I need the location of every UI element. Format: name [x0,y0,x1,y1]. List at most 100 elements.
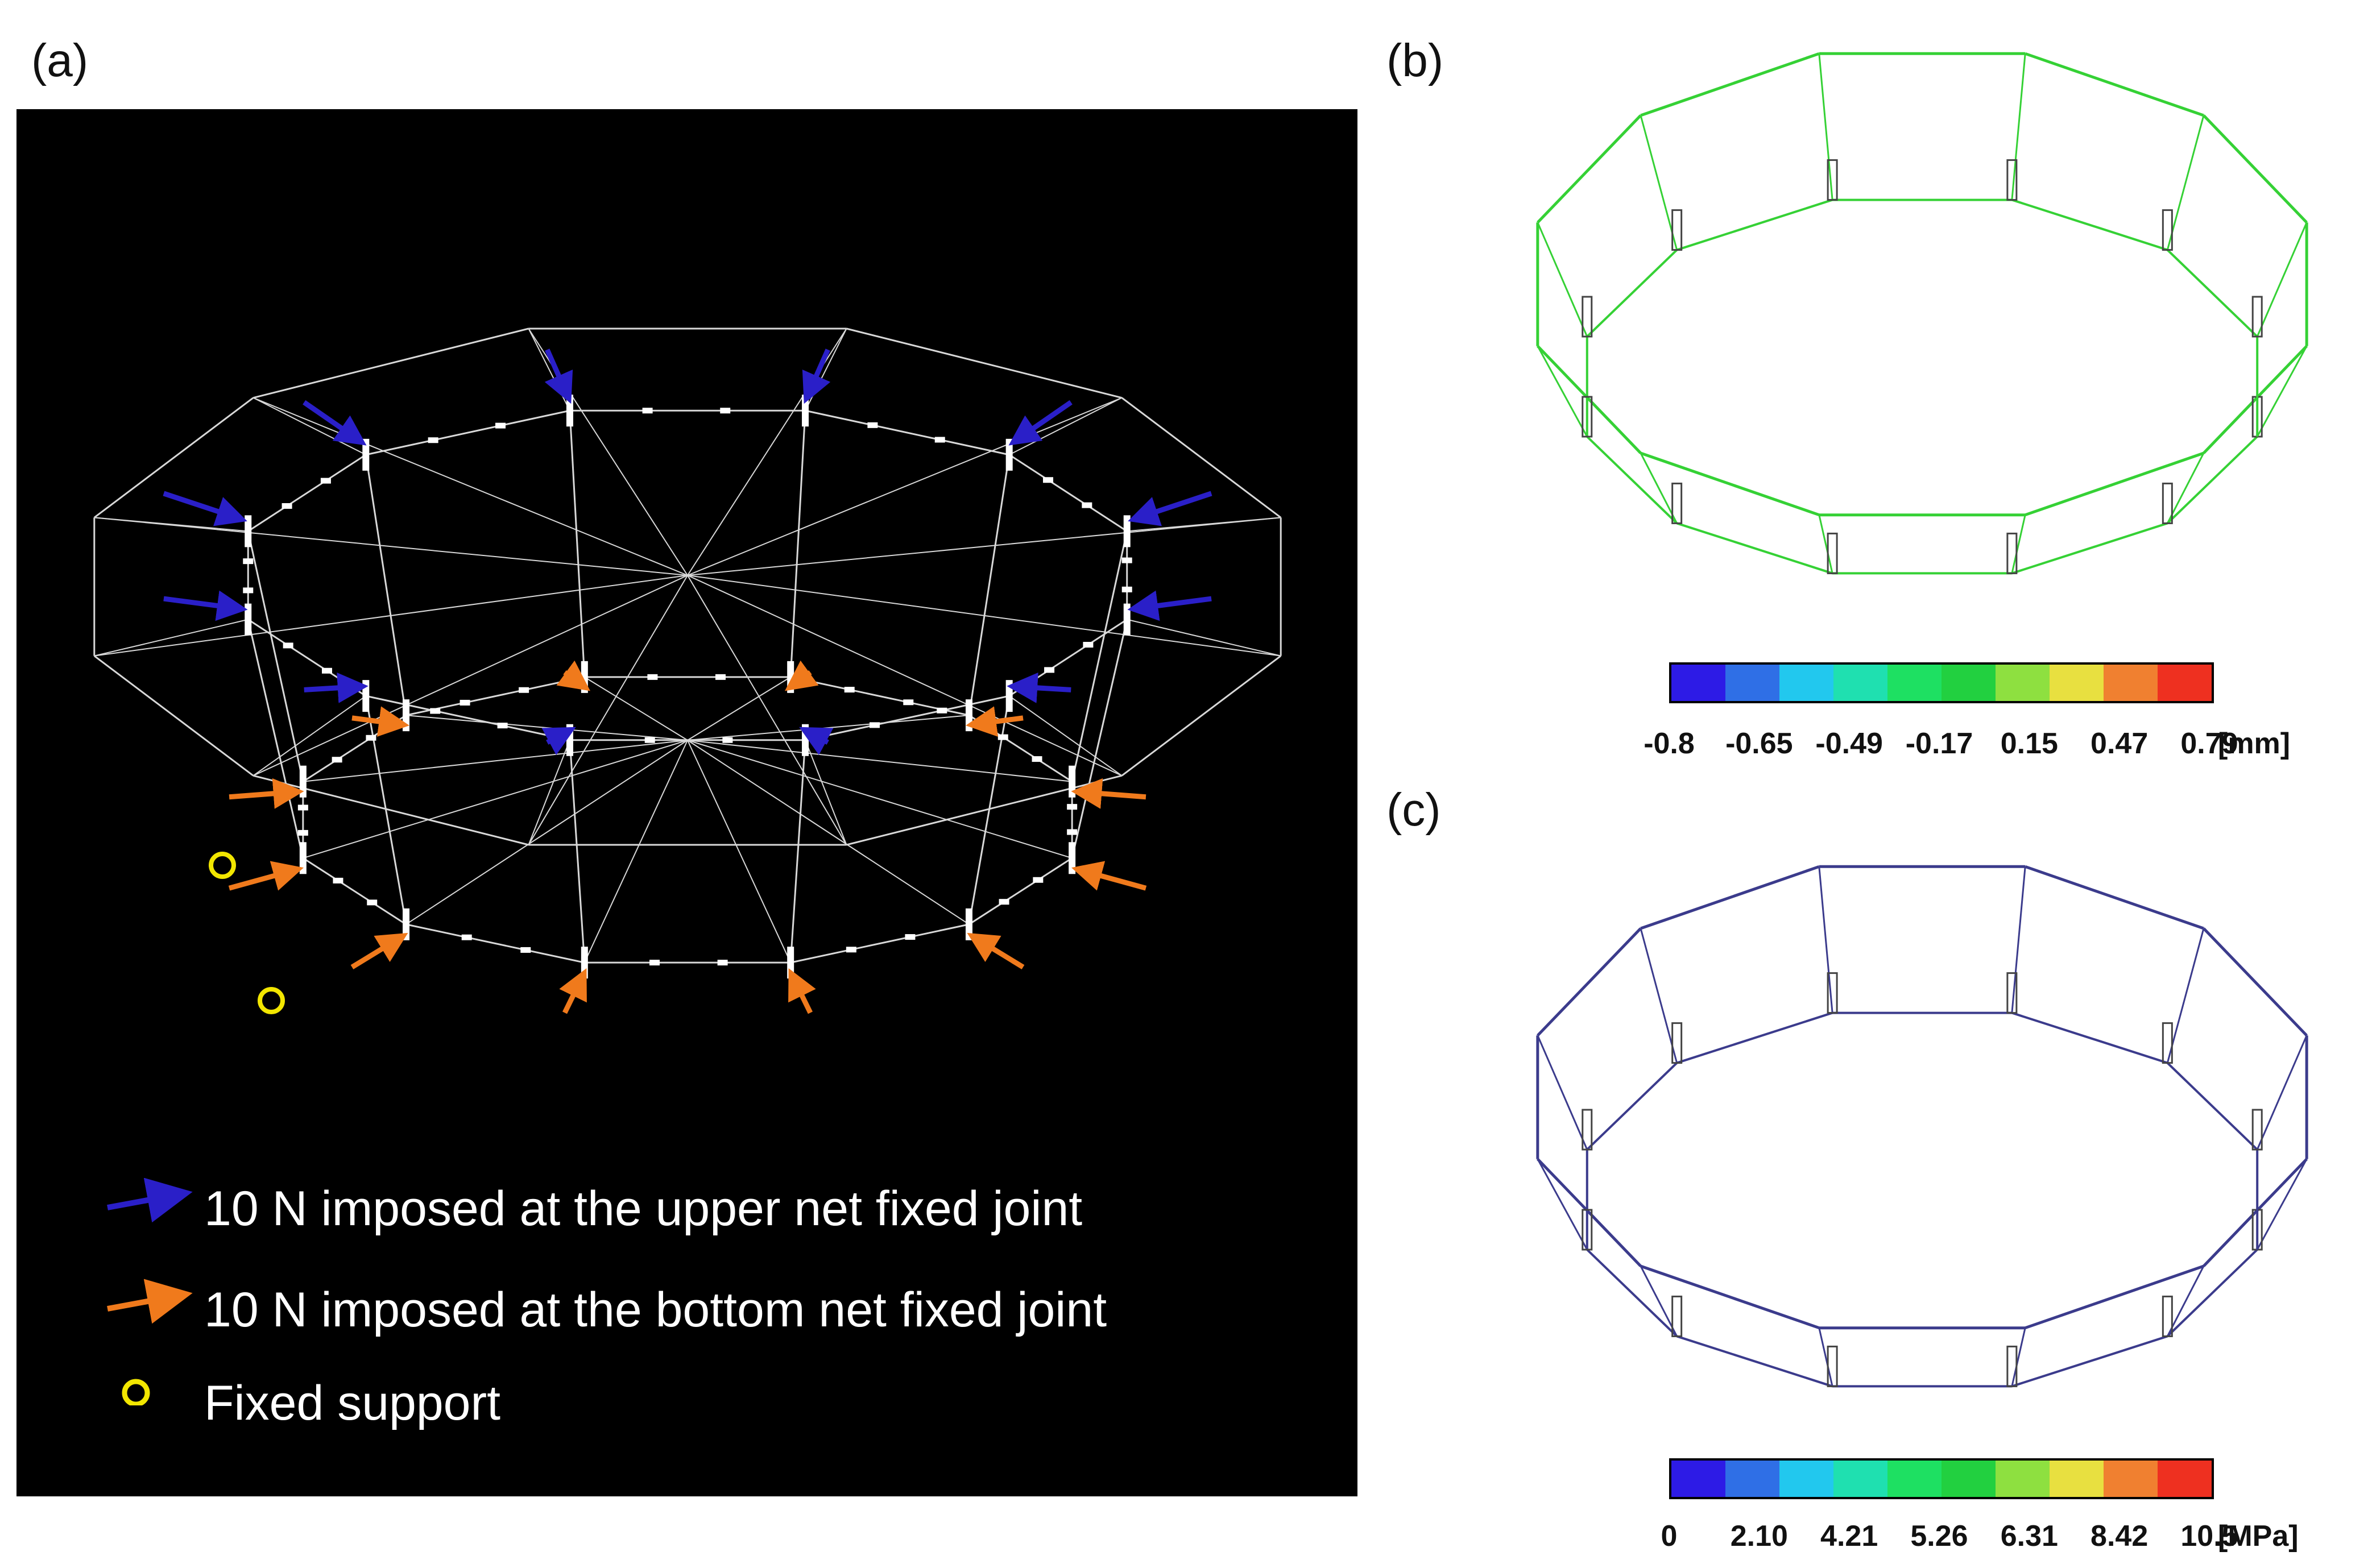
spoke-upper [528,575,688,845]
node-marker [934,437,945,443]
spoke-upper [252,397,688,576]
inner-lower-edge [790,923,970,964]
inner-upper-edge [1008,454,1128,532]
colorbar-tick-label: -0.65 [1725,727,1793,760]
joint-marker [566,395,573,427]
colorbar-segment [2050,665,2104,701]
upper-polygon-edge [93,397,254,518]
ring-top-edge [2203,114,2308,224]
ring-joint [2251,296,2263,338]
node-marker [1121,557,1132,563]
node-marker [430,708,441,714]
ring-strut [2166,115,2205,250]
joint-marker [1123,515,1131,547]
fixed-support-marker [258,987,285,1014]
ring-strut [2011,866,2026,1013]
inner-upper-edge [247,454,367,532]
joint-marker [1123,603,1131,636]
colorbar-tick-label: -0.17 [1905,727,1973,760]
inner-lower-edge [303,857,407,926]
node-marker [715,674,726,680]
bottom-load-arrow [229,778,304,809]
node-marker [722,737,733,743]
ring-bottom-edge [2011,522,2168,575]
joint-marker [965,699,972,732]
upper-load-arrow [1128,491,1212,526]
node-marker [1067,804,1078,810]
node-marker [1033,877,1044,883]
joint-marker [787,661,794,693]
strut [1071,619,1128,858]
strut [569,410,586,677]
strut [789,740,806,963]
ring-bottom-edge [1586,435,1678,524]
ring-top-edge [1537,1158,1642,1267]
node-marker [243,558,254,565]
legend-upper-text: 10 N imposed at the upper net fixed join… [204,1181,1083,1236]
strut [1071,531,1128,782]
joint-marker [581,947,588,979]
spoke-lower [405,715,688,741]
node-marker [428,437,438,443]
ring-joint [1827,159,1838,201]
ring-strut [2256,222,2308,337]
ring-top-edge [2203,1158,2308,1267]
stress-ring [1536,865,2308,1388]
node-marker [649,960,660,966]
connector [252,695,366,777]
ring-strut [2011,53,2026,200]
ring-bottom-edge [2011,198,2168,251]
ring-top-edge [1640,451,1820,517]
connector [94,619,249,657]
ring-strut [2167,453,2205,524]
ring-joint [1827,972,1838,1014]
ring-joint [2162,209,2173,251]
upper-load-arrow [544,349,573,404]
displacement-unit: [mm] [2218,727,2291,760]
ring-strut [1640,453,1678,524]
node-marker [1082,502,1092,508]
joint-marker [1069,765,1076,798]
node-marker [321,667,332,674]
joint-marker [581,661,588,693]
ring-bottom-edge [2166,1062,2258,1151]
joint-marker [403,908,410,940]
ring-joint [2162,1295,2173,1337]
ring-strut [1640,1266,1678,1337]
colorbar-segment [1833,665,1887,701]
fixed-support-legend-icon [122,1379,150,1405]
upper-arrow-legend-icon [107,1178,193,1223]
node-marker [282,503,292,509]
node-marker [903,699,914,706]
ring-top-edge [2025,52,2204,117]
bottom-load-arrow [351,706,409,737]
bottom-load-arrow [967,932,1025,969]
spoke-lower [405,740,688,925]
joint-marker [1069,842,1076,874]
colorbar-segment [2104,665,2158,701]
spoke-lower [303,740,688,859]
node-marker [297,829,308,836]
ring-joint [1582,1209,1593,1251]
node-marker [647,674,658,680]
bottom-load-arrow [556,660,591,691]
inner-upper-edge [805,695,1010,741]
colorbar-tick-label: 10.5 [2180,1520,2238,1553]
ring-bottom-edge [1586,1248,1678,1337]
legend-bottom-text: 10 N imposed at the bottom net fixed joi… [204,1283,1107,1337]
connector [1127,619,1281,657]
ring-joint [1582,396,1593,438]
legend-symbols [107,1178,193,1405]
ring-strut [1818,866,1833,1013]
ring-joint [1827,1345,1838,1387]
node-marker [1043,477,1054,483]
upper-polygon-edge [93,655,254,777]
colorbar-segment [2104,1461,2158,1497]
load-arrows [163,349,1212,1014]
connector [805,328,847,411]
colorbar-segment [1725,1461,1779,1497]
connector [1009,695,1123,777]
colorbar-segment [1671,1461,1725,1497]
ring-joint [1582,296,1593,338]
ring-bottom-edge [2011,1335,2168,1388]
